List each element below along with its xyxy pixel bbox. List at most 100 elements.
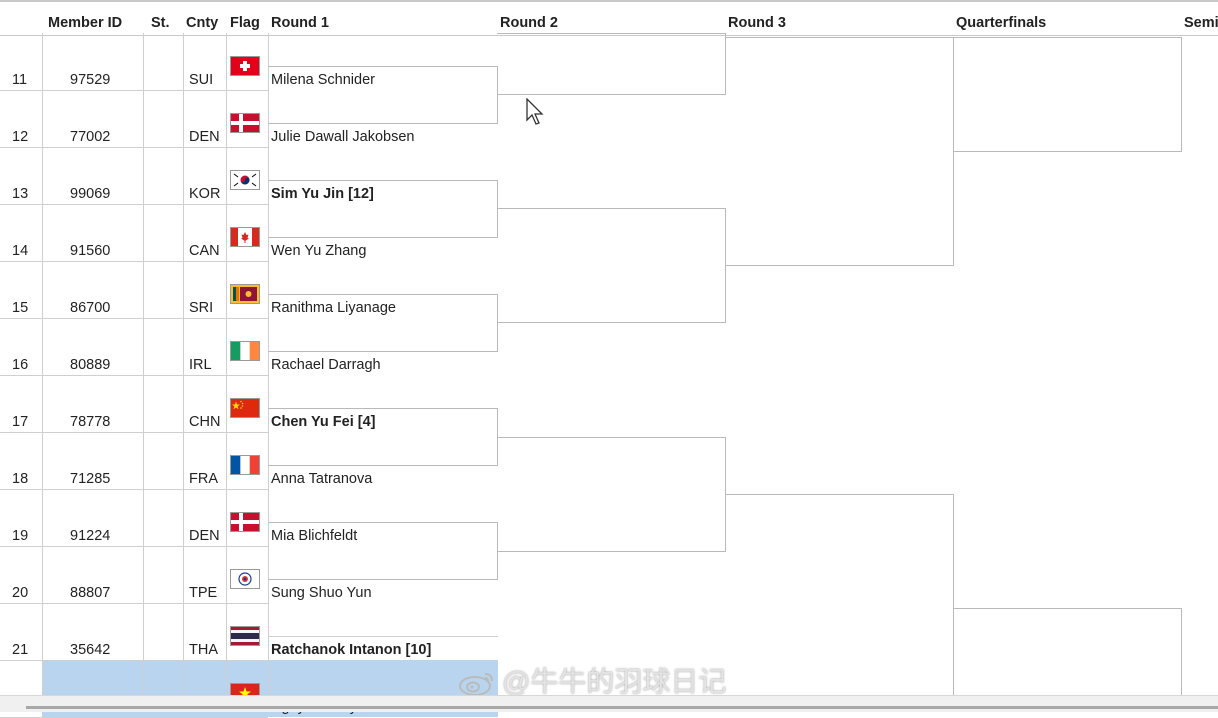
grid-line [0, 261, 268, 262]
status [143, 489, 183, 546]
country-code-text: SRI [189, 300, 214, 316]
draw-position-text: 21 [12, 642, 29, 658]
draw-position-text: 20 [12, 585, 29, 601]
member-id-text: 91560 [70, 243, 111, 259]
player-name[interactable]: Rachael Darragh [271, 357, 381, 373]
country-code: DEN [183, 489, 226, 546]
horizontal-scrollbar[interactable] [0, 695, 1218, 712]
header-status[interactable]: St. [151, 15, 170, 31]
status [143, 375, 183, 432]
bracket-connector [497, 33, 726, 95]
bracket-connector [497, 437, 726, 552]
country-code: KOR [183, 147, 226, 204]
grid-line [0, 660, 268, 661]
player-name[interactable]: Mia Blichfeldt [271, 528, 358, 544]
header-quarterfinals[interactable]: Quarterfinals [956, 15, 1047, 31]
flag-cell [226, 204, 268, 261]
member-id-text: 97529 [70, 72, 111, 88]
bracket-connector [953, 37, 1182, 152]
member-id-text: 91224 [70, 528, 111, 544]
flag-cell [226, 90, 268, 147]
header-member-id[interactable]: Member ID [48, 15, 123, 31]
grid-line [42, 33, 43, 695]
country-code-text: DEN [189, 129, 220, 145]
draw-position-text: 12 [12, 129, 29, 145]
table-row[interactable]: 11 97529 SUI Milena Schnider [0, 33, 498, 90]
watermark-text: @牛牛的羽球日记 [502, 666, 727, 697]
member-id: 78778 [42, 375, 143, 432]
member-id-text: 35642 [70, 642, 111, 658]
country-code: THA [183, 603, 226, 660]
grid-line [0, 147, 268, 148]
player-name[interactable]: Ratchanok Intanon [10] [271, 642, 432, 658]
player-name-cell: Ratchanok Intanon [10] [268, 603, 498, 660]
header-flag[interactable]: Flag [230, 15, 260, 31]
player-name[interactable]: Ranithma Liyanage [271, 300, 396, 316]
flag-cell [226, 489, 268, 546]
country-code-text: THA [189, 642, 218, 658]
country-code: SUI [183, 33, 226, 90]
status [143, 90, 183, 147]
country-code: FRA [183, 432, 226, 489]
member-id: 77002 [42, 90, 143, 147]
draw-position: 18 [0, 432, 42, 489]
player-name[interactable]: Anna Tatranova [271, 471, 373, 487]
flag-cell [226, 33, 268, 90]
draw-position: 16 [0, 318, 42, 375]
header-round-3[interactable]: Round 3 [728, 15, 786, 31]
member-id: 35642 [42, 603, 143, 660]
player-name-cell: Milena Schnider [268, 33, 498, 90]
bracket-connector [268, 180, 498, 238]
flag-cell [226, 318, 268, 375]
draw-position: 19 [0, 489, 42, 546]
sri-lanka-flag-icon [230, 284, 260, 304]
player-name[interactable]: Sung Shuo Yun [271, 585, 372, 601]
grid-line [226, 33, 227, 695]
player-name[interactable]: Chen Yu Fei [4] [271, 414, 376, 430]
denmark-flag-icon [230, 113, 260, 133]
header-semifinals[interactable]: Semi [1184, 15, 1218, 31]
country-code-text: KOR [189, 186, 221, 202]
header-round-2[interactable]: Round 2 [500, 15, 558, 31]
player-name[interactable]: Julie Dawall Jakobsen [271, 129, 415, 145]
draw-position-text: 16 [12, 357, 29, 373]
player-name[interactable]: Sim Yu Jin [12] [271, 186, 374, 202]
grid-line [0, 432, 268, 433]
flag-cell [226, 147, 268, 204]
grid-line [0, 489, 268, 490]
player-name-cell: Sung Shuo Yun [268, 546, 498, 603]
player-name[interactable]: Wen Yu Zhang [271, 243, 367, 259]
draw-position: 11 [0, 33, 42, 90]
player-name-cell: Wen Yu Zhang [268, 204, 498, 261]
player-name[interactable]: Milena Schnider [271, 72, 375, 88]
member-id: 97529 [42, 33, 143, 90]
table-row[interactable]: 21 35642 THA Ratchanok Intanon [10] [0, 603, 498, 660]
header-country[interactable]: Cnty [186, 15, 219, 31]
header-round-1[interactable]: Round 1 [271, 15, 329, 31]
flag-cell [226, 375, 268, 432]
china-flag-icon [230, 398, 260, 418]
member-id-text: 77002 [70, 129, 111, 145]
table-row[interactable]: 19 91224 DEN Mia Blichfeldt [0, 489, 498, 546]
country-code-text: CAN [189, 243, 220, 259]
member-id-text: 78778 [70, 414, 111, 430]
player-name-cell: Ranithma Liyanage [268, 261, 498, 318]
draw-position: 21 [0, 603, 42, 660]
grid-line [0, 603, 268, 604]
bracket-connector [268, 408, 498, 466]
status [143, 546, 183, 603]
member-id: 80889 [42, 318, 143, 375]
table-row[interactable]: 12 77002 DEN Julie Dawall Jakobsen [0, 90, 498, 147]
member-id: 99069 [42, 147, 143, 204]
scrollbar-thumb[interactable] [26, 706, 1218, 709]
draw-position: 15 [0, 261, 42, 318]
draw-position-text: 15 [12, 300, 29, 316]
draw-position: 20 [0, 546, 42, 603]
